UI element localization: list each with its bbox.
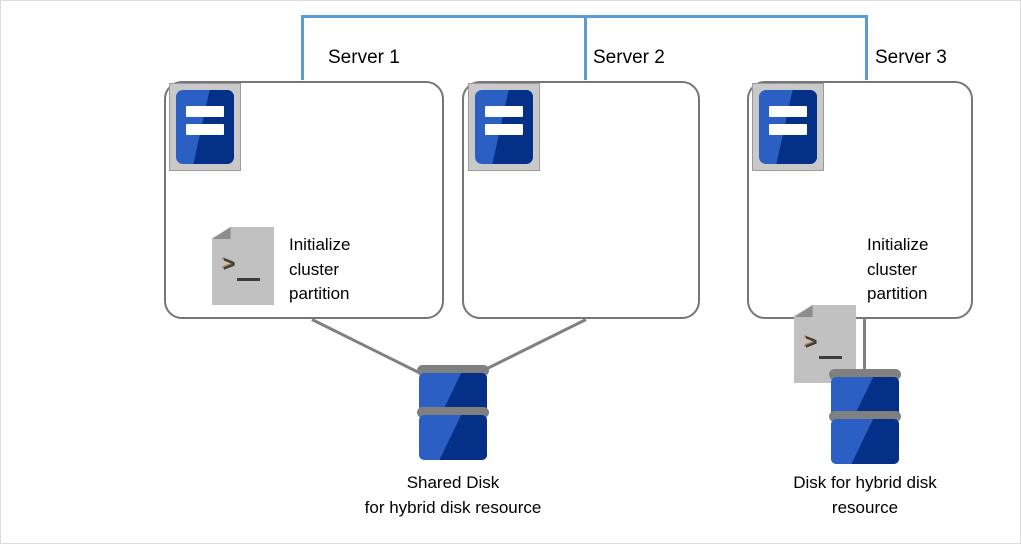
server-icon-bar-bottom-3 <box>768 124 808 136</box>
task-text-3: Initialize cluster partition <box>867 233 928 307</box>
network-bus-drop-server-3 <box>865 15 868 80</box>
server-icon-body-2 <box>475 90 533 164</box>
server-icon-bar-top-3 <box>768 106 808 118</box>
script-prompt-glyph-1: > <box>223 252 236 276</box>
script-file-icon-3: > <box>794 305 856 383</box>
server-icon-body-3 <box>759 90 817 164</box>
server-icon-bar-bottom-2 <box>484 124 524 136</box>
disk-stack-icon-local <box>829 369 901 464</box>
server-icon-bar-bottom-1 <box>185 124 225 136</box>
disk-stack-icon-shared <box>417 365 489 460</box>
server-icon-1 <box>169 83 241 171</box>
task-text-1: Initialize cluster partition <box>289 233 350 307</box>
task-line-1-0: Initialize <box>289 235 351 254</box>
task-line-3-1: cluster <box>867 259 918 279</box>
server-label-3: Server 3 <box>875 47 947 68</box>
connector-server3-to-local-disk <box>863 318 866 375</box>
script-file-body-1 <box>212 227 274 305</box>
caption-local-disk-line-1: resource <box>831 497 899 517</box>
caption-shared-disk-line-0: Shared Disk <box>406 473 500 492</box>
disk-plate-lower-local <box>831 419 899 464</box>
disk-plate-lower-shared <box>419 415 487 460</box>
caption-shared-disk-line-1: for hybrid disk resource <box>364 497 542 517</box>
caption-local-disk-line-0: Disk for hybrid disk <box>793 473 937 492</box>
disk-plate-shade-lower-shared <box>439 415 487 460</box>
task-line-1-1: cluster <box>289 259 340 279</box>
server-label-2: Server 2 <box>593 47 665 68</box>
server-icon-body-1 <box>176 90 234 164</box>
server-icon-bar-top-2 <box>484 106 524 118</box>
network-bus-drop-server-1 <box>301 15 304 80</box>
script-file-icon-1: > <box>212 227 274 305</box>
server-label-1: Server 1 <box>328 47 400 68</box>
server-icon-3 <box>752 83 824 171</box>
server-icon-bar-top-1 <box>185 106 225 118</box>
task-line-3-0: Initialize <box>867 235 929 254</box>
disk-separator-top-local <box>829 369 901 380</box>
disk-separator-middle-shared <box>417 407 489 418</box>
disk-separator-top-shared <box>417 365 489 376</box>
caption-shared-disk: Shared Disk for hybrid disk resource <box>303 471 603 520</box>
network-bus-drop-server-2 <box>584 15 587 80</box>
server-icon-2 <box>468 83 540 171</box>
disk-plate-shade-lower-local <box>851 419 899 464</box>
disk-separator-middle-local <box>829 411 901 422</box>
task-line-3-2: partition <box>867 284 928 304</box>
connector-server2-to-shared-disk <box>480 318 587 373</box>
script-cursor-1 <box>236 278 261 282</box>
script-prompt-glyph-3: > <box>805 330 818 354</box>
caption-local-disk: Disk for hybrid disk resource <box>715 471 1015 520</box>
task-line-1-2: partition <box>289 284 350 304</box>
script-cursor-3 <box>818 356 843 360</box>
connector-server1-to-shared-disk <box>311 318 422 376</box>
